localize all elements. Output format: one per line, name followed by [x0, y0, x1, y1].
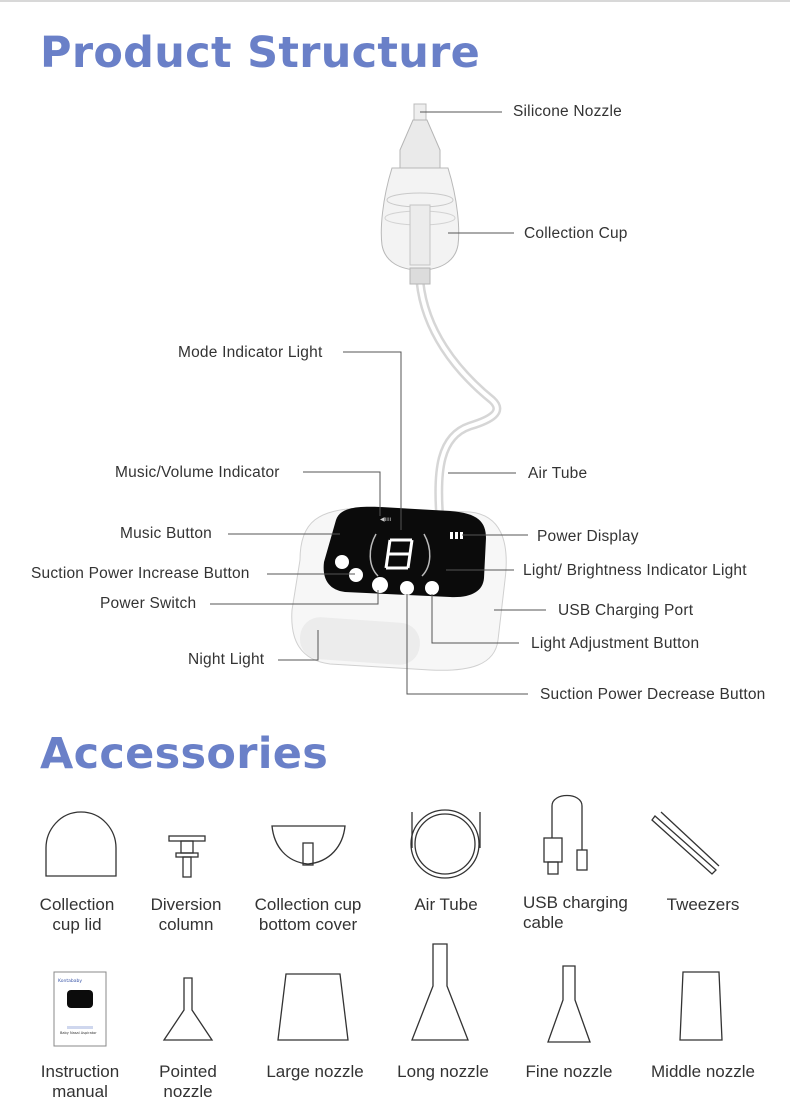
label-suction-power-increase-button: Suction Power Increase Button — [31, 565, 250, 582]
fine-nozzle-icon — [547, 965, 591, 1043]
label-silicone-nozzle: Silicone Nozzle — [513, 103, 622, 120]
label-suction-power-decrease-button: Suction Power Decrease Button — [540, 686, 766, 703]
middle-nozzle-icon — [679, 971, 723, 1041]
label-collection-cup: Collection Cup — [524, 225, 628, 242]
label-light-adjustment-button: Light Adjustment Button — [531, 635, 700, 652]
accessory-label-middle-nozzle: Middle nozzle — [651, 1062, 755, 1081]
leader-lines — [210, 111, 546, 695]
base-unit-drawing: ◀ıııı — [291, 506, 507, 671]
label-night-light: Night Light — [188, 651, 265, 668]
accessories-title: Accessories — [40, 729, 329, 779]
label-air-tube: Air Tube — [528, 465, 588, 482]
diversion-column-icon — [168, 835, 206, 878]
product-diagram: ◀ıııı — [210, 103, 546, 695]
accessory-label-long-nozzle: Long nozzle — [397, 1062, 489, 1081]
accessory-label-large-nozzle: Large nozzle — [266, 1062, 364, 1081]
manual-title: Baby Nasal Aspirator — [60, 1031, 97, 1035]
collection-cup-drawing — [380, 167, 460, 285]
air-tube-icon — [410, 809, 481, 879]
top-rule — [0, 0, 790, 2]
cup-lid-icon — [45, 811, 117, 877]
label-power-display: Power Display — [537, 528, 639, 545]
accessory-label-air-tube: Air Tube — [414, 895, 478, 914]
pointed-nozzle-icon — [162, 977, 214, 1041]
label-music-volume-indicator: Music/Volume Indicator — [115, 464, 280, 481]
accessory-label-fine-nozzle: Fine nozzle — [525, 1062, 613, 1081]
label-usb-charging-port: USB Charging Port — [558, 602, 694, 619]
large-nozzle-icon — [277, 973, 349, 1041]
label-light-brightness-indicator: Light/ Brightness Indicator Light — [523, 562, 747, 579]
bottom-cover-icon — [271, 825, 346, 866]
label-music-button: Music Button — [120, 525, 212, 542]
usb-cable-icon — [543, 794, 588, 875]
long-nozzle-icon — [411, 943, 469, 1041]
label-power-switch: Power Switch — [100, 595, 197, 612]
product-structure-title: Product Structure — [40, 28, 481, 78]
tweezers-icon — [651, 811, 720, 875]
label-mode-indicator-light: Mode Indicator Light — [178, 344, 323, 361]
manual-icon: Kontababy Baby Nasal Aspirator — [53, 971, 107, 1047]
accessory-label-tweezers: Tweezers — [666, 895, 740, 914]
svg-text:◀ıııı: ◀ıııı — [380, 516, 392, 523]
manual-brand: Kontababy — [58, 978, 82, 984]
